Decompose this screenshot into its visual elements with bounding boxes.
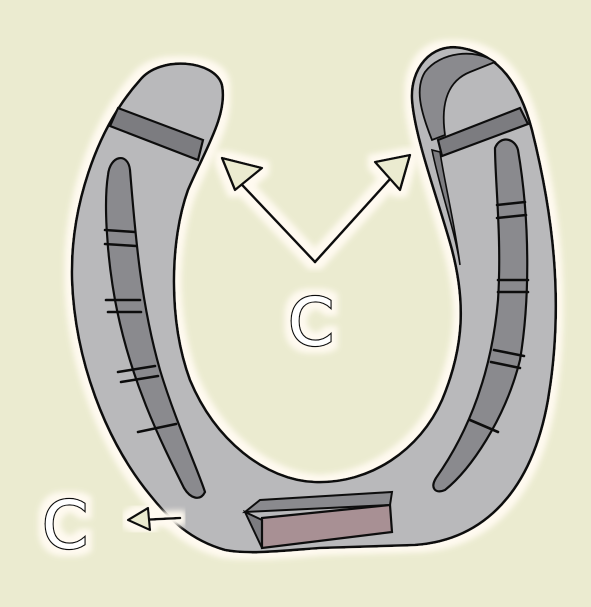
arrow-to-right-heel: [313, 166, 402, 264]
arrowhead-right: [373, 153, 412, 192]
arrowhead-side: [126, 506, 152, 532]
arrowhead-left: [220, 156, 264, 192]
center-label: C: [288, 284, 334, 361]
right-groove-dividers: [468, 200, 530, 434]
right-nail-groove: [432, 138, 529, 493]
right-heel-band: [436, 106, 530, 158]
center-arrows: [220, 153, 412, 264]
side-label: C: [42, 487, 88, 564]
horseshoe-body: [70, 45, 558, 554]
right-heel-shade: [418, 52, 497, 142]
left-heel-band: [108, 106, 205, 162]
toe-clip-block: [241, 490, 394, 550]
horseshoe: [70, 45, 558, 554]
right-inner-edge-shade: [430, 148, 461, 266]
side-arrow: [126, 506, 182, 532]
left-groove-dividers: [103, 228, 178, 434]
